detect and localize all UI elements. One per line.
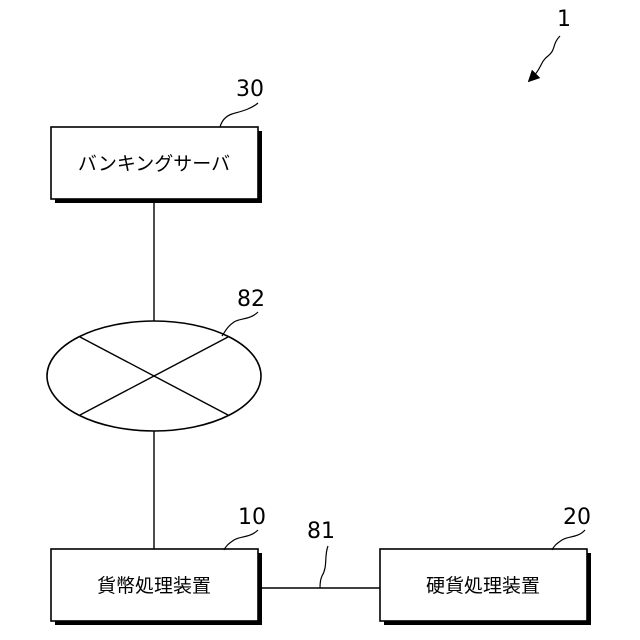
network-leader	[222, 312, 258, 336]
link-leader	[320, 546, 328, 588]
link-ref: 81	[307, 519, 335, 544]
banknote-processor-ref: 10	[238, 505, 266, 530]
coin-processor-ref: 20	[563, 505, 591, 530]
figure-ref-arrow	[532, 36, 560, 78]
network-node	[47, 321, 261, 431]
network-ref: 82	[237, 287, 265, 312]
figure-ref-label: 1	[557, 7, 571, 32]
coin-processor-label: 硬貨処理装置	[426, 575, 540, 597]
banking-server-ref: 30	[236, 77, 264, 102]
banking-server-box: バンキングサーバ	[51, 127, 262, 203]
banknote-processor-box: 貨幣処理装置	[51, 549, 262, 625]
banknote-processor-leader	[224, 530, 258, 550]
banknote-processor-label: 貨幣処理装置	[97, 575, 211, 597]
banking-server-label: バンキングサーバ	[78, 153, 230, 175]
coin-processor-box: 硬貨処理装置	[380, 549, 591, 625]
banking-server-leader	[220, 103, 258, 127]
coin-processor-leader	[552, 530, 585, 550]
